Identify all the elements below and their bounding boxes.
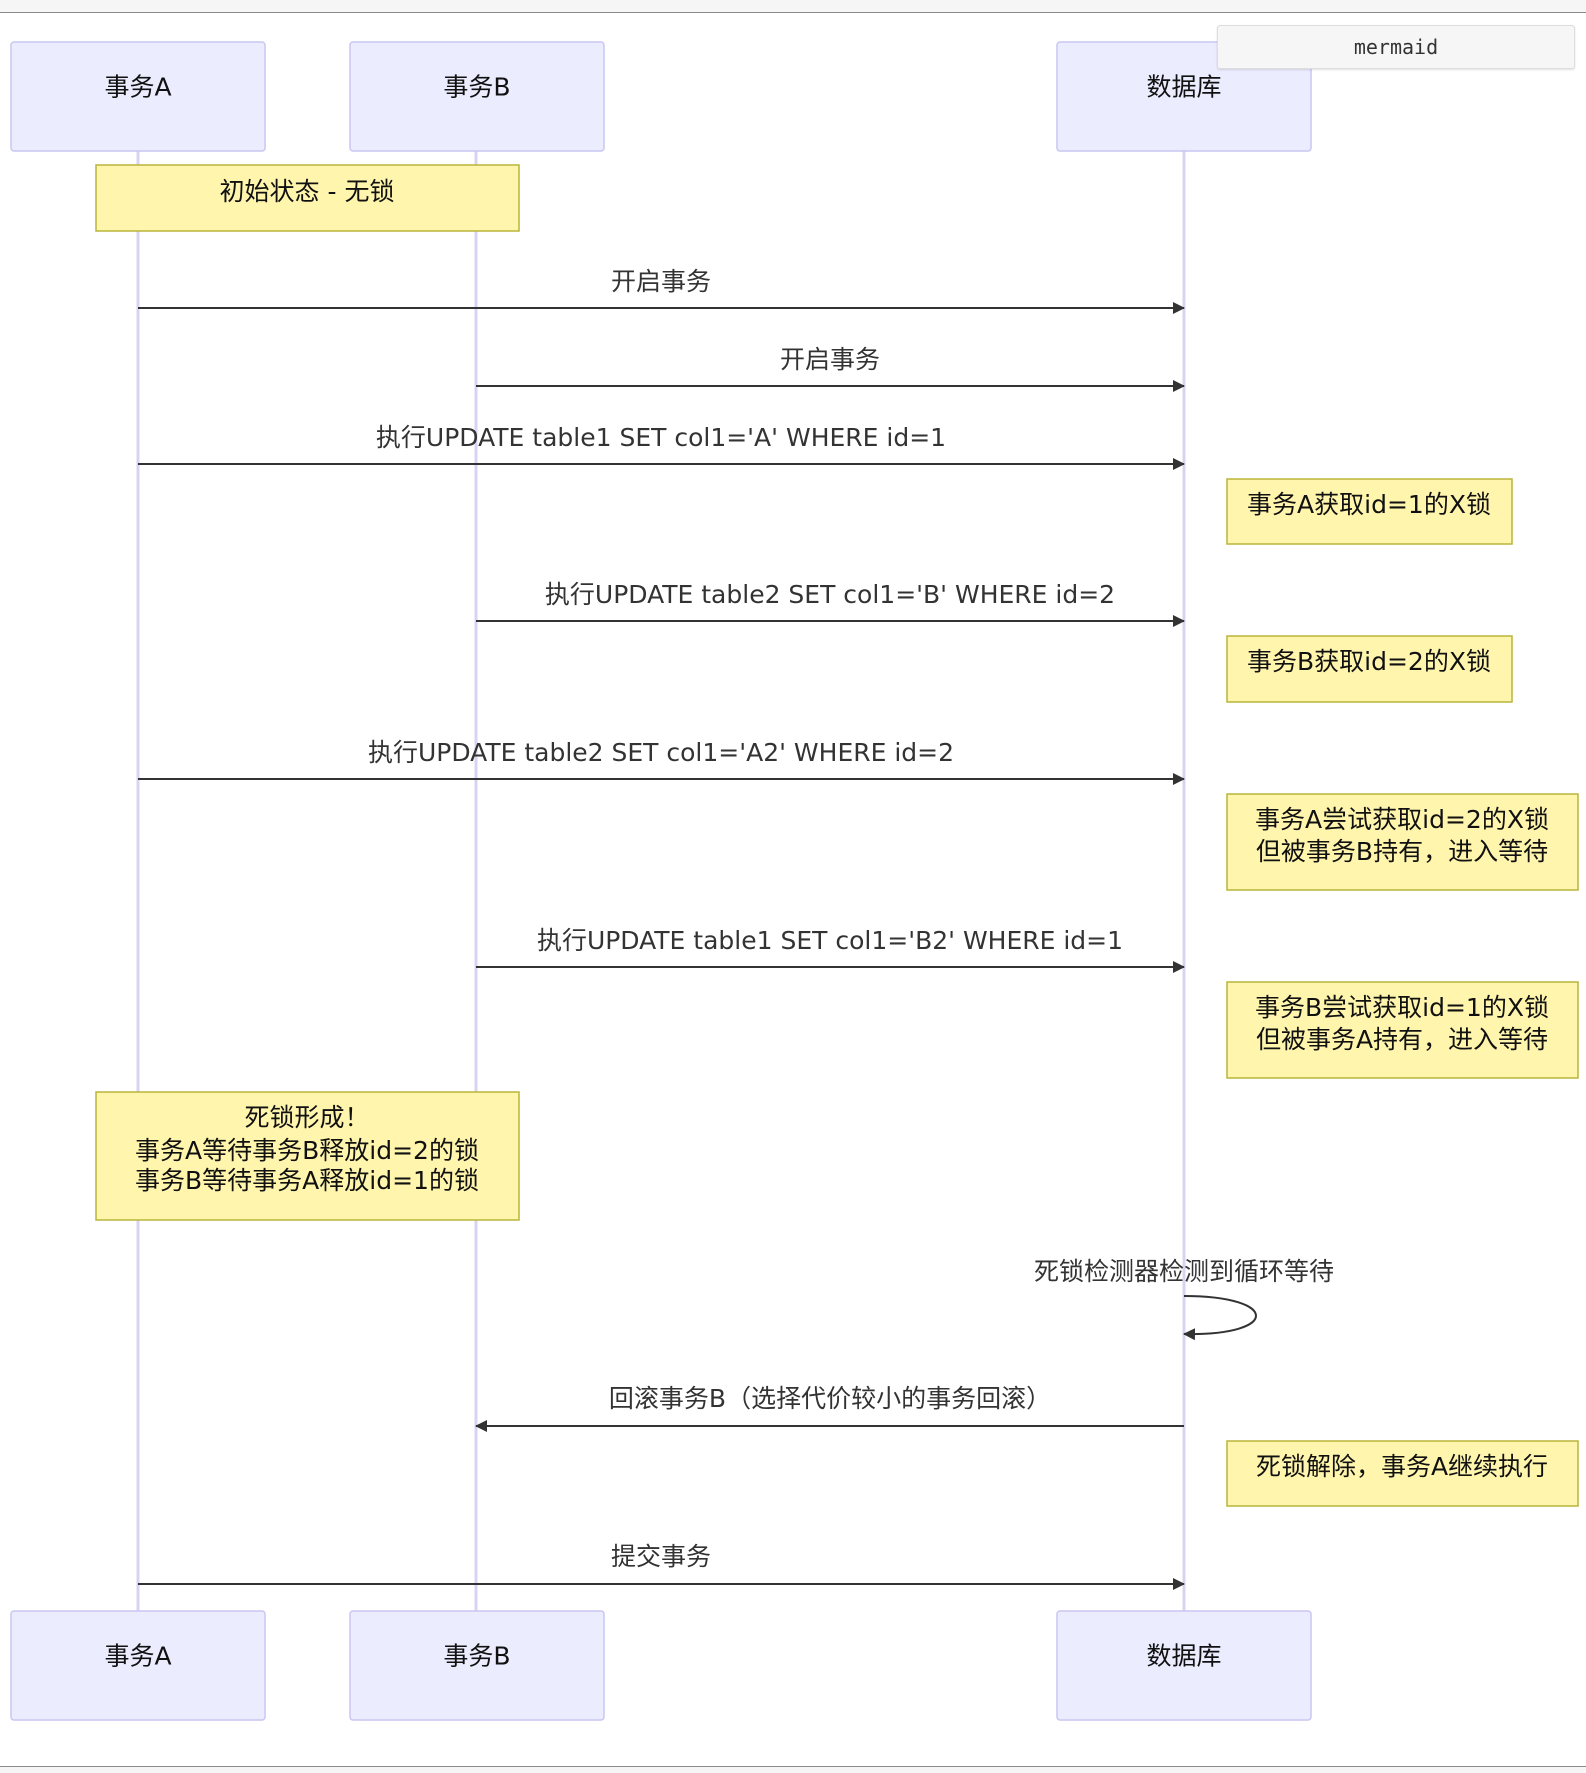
note-line: 死锁形成！ [244,1103,369,1132]
participant-b-bottom: 事务B [349,1610,605,1721]
message-label: 开启事务 [780,345,880,374]
message-db-rollback-b: 回滚事务B（选择代价较小的事务回滚） [475,1384,1184,1432]
note-line: 事务B尝试获取id=1的X锁 [1255,993,1549,1022]
participant-label: 事务A [104,73,171,102]
participant-db-top: 数据库 [1056,41,1312,152]
message-label: 执行UPDATE table2 SET col1='A2' WHERE id=2 [368,738,954,767]
participant-a-bottom: 事务A [10,1610,266,1721]
message-a-update-table2: 执行UPDATE table2 SET col1='A2' WHERE id=2 [138,738,1185,785]
note-line: 事务A等待事务B释放id=2的锁 [135,1136,479,1165]
message-label: 提交事务 [611,1542,711,1571]
message-a-commit: 提交事务 [138,1542,1185,1590]
participant-label: 数据库 [1146,73,1221,102]
message-label: 执行UPDATE table2 SET col1='B' WHERE id=2 [545,580,1115,609]
message-label: 死锁检测器检测到循环等待 [1034,1257,1334,1286]
participant-label: 事务B [443,1642,510,1671]
note-line: 但被事务A持有，进入等待 [1256,1025,1548,1054]
note-line: 事务B等待事务A释放id=1的锁 [135,1166,479,1195]
message-b-begin: 开启事务 [476,345,1185,392]
window-top-edge [0,0,1586,13]
message-db-detect-loop: 死锁检测器检测到循环等待 [1034,1257,1334,1341]
self-loop-arrow [1183,1295,1257,1341]
note-initial-state: 初始状态 - 无锁 [95,164,520,232]
participant-label: 数据库 [1146,1642,1221,1671]
message-a-update-table1: 执行UPDATE table1 SET col1='A' WHERE id=1 [138,423,1185,470]
window-bottom-edge [0,1766,1586,1773]
participant-a-top: 事务A [10,41,266,152]
message-b-update-table1: 执行UPDATE table1 SET col1='B2' WHERE id=1 [476,926,1185,973]
note-line: 但被事务B持有，进入等待 [1256,837,1548,866]
note-line: 初始状态 - 无锁 [220,177,395,206]
note-line: 事务A尝试获取id=2的X锁 [1255,805,1549,834]
note-deadlock-resolved: 死锁解除，事务A继续执行 [1226,1440,1579,1507]
message-b-update-table2: 执行UPDATE table2 SET col1='B' WHERE id=2 [476,580,1185,627]
note-line: 死锁解除，事务A继续执行 [1256,1452,1548,1481]
message-a-begin: 开启事务 [138,267,1185,314]
note-b-acquires-lock-2: 事务B获取id=2的X锁 [1226,635,1513,703]
note-a-waits: 事务A尝试获取id=2的X锁 但被事务B持有，进入等待 [1226,793,1579,891]
note-a-acquires-lock-1: 事务A获取id=1的X锁 [1226,478,1513,545]
message-label: 执行UPDATE table1 SET col1='A' WHERE id=1 [376,423,946,452]
participant-db-bottom: 数据库 [1056,1610,1312,1721]
note-line: 事务B获取id=2的X锁 [1247,647,1491,676]
participant-label: 事务B [443,73,510,102]
mermaid-badge-label: mermaid [1353,35,1439,59]
participant-b-top: 事务B [349,41,605,152]
message-label: 执行UPDATE table1 SET col1='B2' WHERE id=1 [537,926,1123,955]
note-line: 事务A获取id=1的X锁 [1247,490,1491,519]
mermaid-badge[interactable]: mermaid [1217,25,1575,69]
note-b-waits: 事务B尝试获取id=1的X锁 但被事务A持有，进入等待 [1226,981,1579,1079]
message-label: 回滚事务B（选择代价较小的事务回滚） [609,1384,1051,1413]
note-deadlock-formed: 死锁形成！ 事务A等待事务B释放id=2的锁 事务B等待事务A释放id=1的锁 [95,1091,520,1221]
message-label: 开启事务 [611,267,711,296]
participant-label: 事务A [104,1642,171,1671]
